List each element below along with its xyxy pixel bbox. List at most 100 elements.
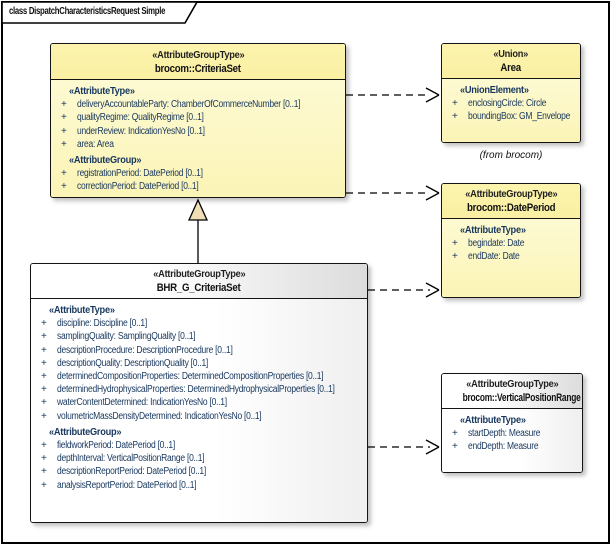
attribute-text: boundingBox: GM_Envelope (468, 111, 571, 123)
attribute-row: + startDepth: Measure (450, 427, 580, 440)
class-header: «Union» Area (442, 44, 580, 79)
visibility-plus: + (41, 397, 47, 409)
visibility-plus: + (41, 384, 47, 396)
visibility-plus: + (61, 168, 67, 180)
class-header: «AttributeGroupType» BHR_G_CriteriaSet (31, 264, 367, 299)
diagram-title: class DispatchCharacteristicsRequest Sim… (9, 6, 166, 17)
stereotype-line: «AttributeGroupType» (465, 378, 559, 390)
attribute-text: samplingQuality: SamplingQuality [0..1] (57, 331, 196, 343)
attribute-text: area: Area (77, 138, 114, 150)
attribute-row: + fieldworkPeriod: DatePeriod [0..1] (39, 439, 365, 452)
attribute-row: + determinedCompositionProperties: Determ… (39, 370, 365, 383)
class-header: «AttributeGroupType» brocom::VerticalPos… (442, 374, 582, 409)
visibility-plus: + (61, 138, 67, 150)
stereotype-line: «AttributeGroupType» (464, 188, 558, 200)
section-label-attributegroup: «AttributeGroup» (69, 154, 142, 167)
section-label-unionelement: «UnionElement» (460, 84, 529, 96)
attribute-text: endDepth: Measure (468, 441, 539, 453)
stereotype-line: «AttributeGroupType» (152, 268, 246, 280)
visibility-plus: + (41, 479, 47, 491)
attribute-row: + registrationPeriod: DatePeriod [0..1] (59, 167, 343, 180)
attribute-compartment: «AttributeType» + begindate: Date +endDat… (442, 219, 580, 297)
attribute-text: depthInterval: VerticalPositionRange [0.… (57, 453, 205, 465)
visibility-plus: + (41, 344, 47, 356)
attribute-row: + samplingQuality: SamplingQuality [0..1] (39, 330, 365, 343)
attribute-row: + area: Area (59, 138, 343, 151)
attribute-compartment: «AttributeType» + deliveryAccountablePart… (51, 80, 345, 197)
attribute-row: + endDepth: Measure (450, 440, 580, 453)
attribute-row: + waterContentDetermined: IndicationYesNo… (39, 396, 365, 409)
attribute-row: + deliveryAccountableParty: ChamberOfComm… (59, 98, 343, 111)
visibility-plus: + (41, 318, 47, 330)
attribute-row: + descriptionProcedure: DescriptionProced… (39, 344, 365, 357)
attribute-text: registrationPeriod: DatePeriod [0..1] (77, 168, 203, 180)
class-box-brocom-dateperiod[interactable]: «AttributeGroupType» brocom::DatePeriod … (441, 183, 581, 298)
attribute-row: +enclosingCircle: Circle (450, 97, 578, 110)
attribute-text: fieldworkPeriod: DatePeriod [0..1] (57, 440, 175, 452)
attribute-row: + volumetricMassDensityDetermined: Indica… (39, 410, 365, 423)
class-name: brocom::VerticalPositionRange (462, 391, 581, 404)
attribute-text: deliveryAccountableParty: ChamberOfComme… (77, 99, 301, 111)
attribute-text: analysisReportPeriod: DatePeriod [0..1] (57, 479, 197, 491)
section-label-attributetype: «AttributeType» (69, 85, 135, 97)
attribute-row: + begindate: Date (450, 237, 578, 250)
visibility-plus: + (41, 371, 47, 383)
attribute-text: startDepth: Measure (468, 428, 541, 440)
attribute-text: volumetricMassDensityDetermined: Indicat… (57, 410, 262, 422)
visibility-plus: + (452, 428, 458, 440)
attribute-text: underReview: IndicationYesNo [0..1] (77, 125, 205, 137)
visibility-plus: + (41, 410, 47, 422)
attribute-text: determinedHydrophysicalProperties: Deter… (57, 384, 335, 396)
class-name: Area (500, 61, 522, 74)
visibility-plus: + (41, 331, 47, 343)
attribute-text: determinedCompositionProperties: Determi… (57, 371, 324, 383)
visibility-plus: + (61, 125, 67, 137)
attribute-compartment: «AttributeType» + startDepth: Measure + en… (442, 409, 582, 472)
attribute-text: descriptionQuality: DescriptionQuality [… (57, 357, 209, 369)
attribute-row: + boundingBox: GM_Envelope (450, 110, 578, 123)
attribute-row: + depthInterval: VerticalPositionRange [0… (39, 452, 365, 465)
attribute-row: +qualityRegime: QualityRegime [0..1] (59, 111, 343, 124)
attribute-row: + descriptionQuality: DescriptionQuality … (39, 357, 365, 370)
attribute-row: + descriptionReportPeriod: DatePeriod [0.… (39, 465, 365, 478)
class-name: BHR_G_CriteriaSet (157, 281, 241, 294)
visibility-plus: + (452, 441, 458, 453)
visibility-plus: + (41, 440, 47, 452)
attribute-text: qualityRegime: QualityRegime [0..1] (77, 112, 204, 124)
attribute-text: waterContentDetermined: IndicationYesNo … (57, 397, 227, 409)
visibility-plus: + (61, 181, 67, 193)
attribute-row: + correctionPeriod: DatePeriod [0..1] (59, 180, 343, 193)
attribute-row: + discipline: Discipline [0..1] (39, 317, 365, 330)
visibility-plus: + (452, 111, 458, 123)
attribute-text: descriptionProcedure: DescriptionProcedu… (57, 344, 233, 356)
stereotype-line: «AttributeGroupType» (151, 49, 245, 61)
attribute-row: +endDate: Date (450, 250, 578, 263)
class-box-bhr-g-criteriaset[interactable]: «AttributeGroupType» BHR_G_CriteriaSet «… (30, 263, 368, 523)
visibility-plus: + (41, 466, 47, 478)
visibility-plus: + (452, 238, 458, 250)
visibility-plus: + (41, 357, 47, 369)
attribute-text: discipline: Discipline [0..1] (57, 318, 147, 330)
attribute-row: + analysisReportPeriod: DatePeriod [0..1] (39, 479, 365, 492)
class-box-area[interactable]: «Union» Area «UnionElement» +enclosingCi… (441, 43, 581, 143)
attribute-text: correctionPeriod: DatePeriod [0..1] (77, 181, 199, 193)
section-label-attributetype: «AttributeType» (49, 304, 115, 316)
attribute-text: begindate: Date (468, 238, 525, 250)
attribute-text: endDate: Date (468, 251, 520, 263)
stereotype-line: «Union» (493, 48, 529, 60)
visibility-plus: + (452, 98, 458, 110)
class-name: brocom::DatePeriod (466, 201, 556, 214)
section-label-attributetype: «AttributeType» (460, 224, 526, 236)
attribute-text: descriptionReportPeriod: DatePeriod [0..… (57, 466, 207, 478)
visibility-plus: + (41, 453, 47, 465)
attribute-compartment: «AttributeType» + discipline: Discipline … (31, 299, 367, 522)
attribute-compartment: «UnionElement» +enclosingCircle: Circle … (442, 79, 580, 142)
class-header: «AttributeGroupType» brocom::CriteriaSet (51, 44, 345, 80)
class-name: brocom::CriteriaSet (155, 62, 241, 75)
section-label-attributetype: «AttributeType» (460, 414, 526, 426)
class-box-brocom-criteriaset[interactable]: «AttributeGroupType» brocom::CriteriaSet… (50, 43, 346, 198)
visibility-plus: + (61, 99, 67, 111)
class-box-brocom-verticalpositionrange[interactable]: «AttributeGroupType» brocom::VerticalPos… (441, 373, 583, 473)
